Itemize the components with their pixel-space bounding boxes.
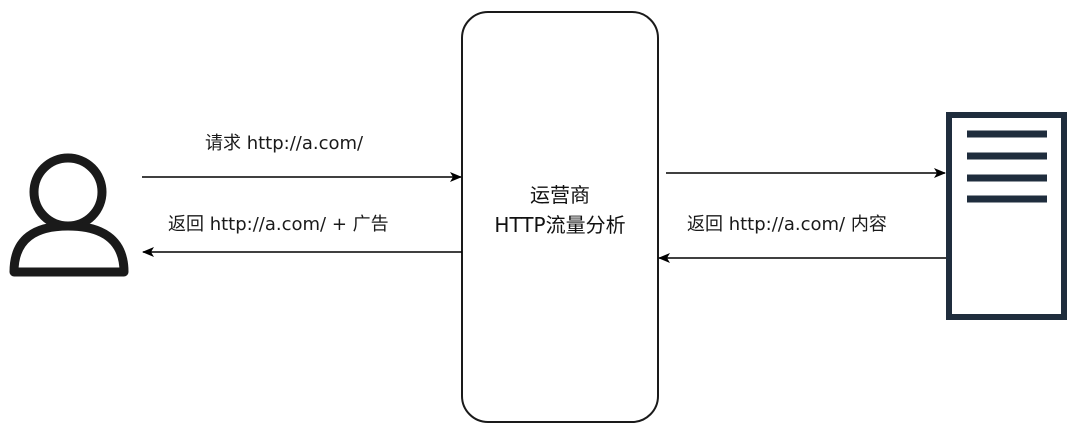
server-document-icon [946, 112, 1067, 320]
user-icon [9, 153, 129, 277]
operator-label: 运营商 HTTP流量分析 [462, 180, 658, 240]
operator-label-line2: HTTP流量分析 [494, 213, 626, 237]
label-return-with-ad: 返回 http://a.com/ + 广告 [168, 214, 389, 235]
label-return-content: 返回 http://a.com/ 内容 [687, 214, 887, 235]
label-request: 请求 http://a.com/ [205, 133, 364, 154]
operator-label-line1: 运营商 [530, 183, 590, 207]
operator-node [461, 11, 659, 423]
